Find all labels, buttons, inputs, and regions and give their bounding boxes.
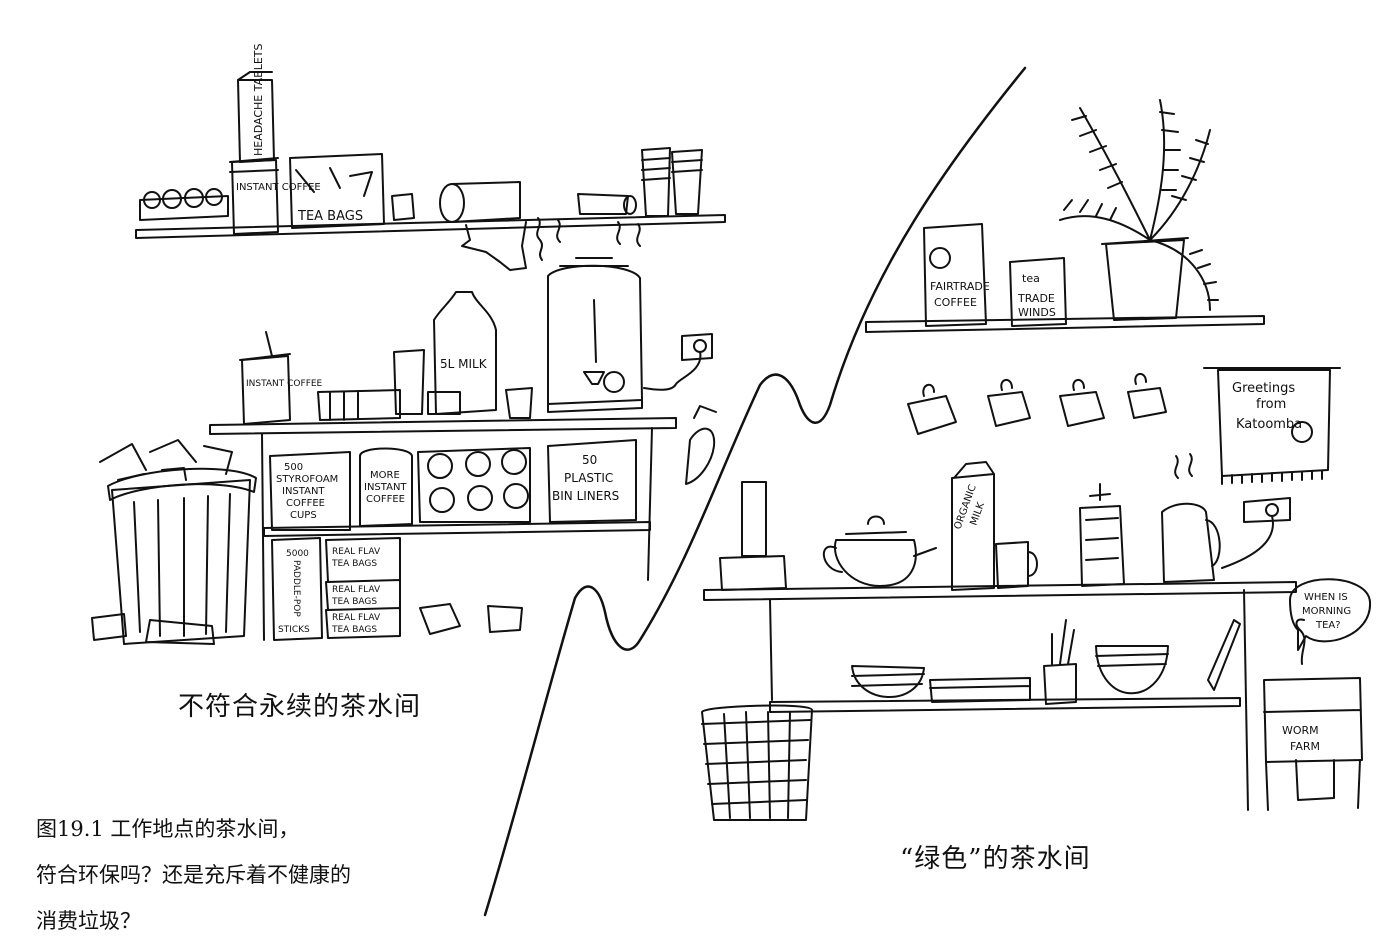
- hanging-mugs: [907, 373, 1167, 435]
- figure-caption-line-2: 符合环保吗？还是充斥着不健康的: [36, 863, 351, 887]
- organic-milk-label: ORGANIC MILK: [952, 483, 987, 531]
- svg-text:MORE: MORE: [370, 470, 400, 481]
- svg-text:COFFEE: COFFEE: [286, 498, 325, 509]
- svg-text:WORM: WORM: [1282, 724, 1319, 737]
- svg-text:TEA BAGS: TEA BAGS: [331, 559, 377, 569]
- figure-caption-line-3: 消费垃圾？: [36, 909, 141, 933]
- figure-caption: 图19.1 工作地点的茶水间， 符合环保吗？还是充斥着不健康的 消费垃圾？: [36, 806, 351, 944]
- milk-label: 5L MILK: [440, 357, 488, 371]
- svg-text:STICKS: STICKS: [278, 625, 310, 635]
- svg-text:MORNING: MORNING: [1302, 606, 1351, 617]
- figure-caption-line-1: 图19.1 工作地点的茶水间，: [36, 817, 300, 841]
- speech-label: WHEN IS MORNING TEA?: [1302, 592, 1351, 631]
- worm-farm-label: WORM FARM: [1282, 724, 1320, 753]
- svg-text:FARM: FARM: [1290, 740, 1320, 753]
- svg-text:50: 50: [582, 453, 597, 467]
- styrofoam-label: 500 STYROFOAM INSTANT COFFEE CUPS: [276, 462, 338, 521]
- tea-towel: [1203, 367, 1341, 485]
- svg-text:tea: tea: [1022, 272, 1040, 285]
- left-caption: 不符合永续的茶水间: [178, 692, 422, 722]
- svg-text:Katoomba: Katoomba: [1236, 417, 1302, 432]
- svg-text:500: 500: [284, 462, 303, 473]
- svg-text:INSTANT: INSTANT: [282, 486, 325, 497]
- svg-text:TEA BAGS: TEA BAGS: [331, 597, 377, 607]
- svg-text:REAL FLAV: REAL FLAV: [332, 547, 381, 557]
- svg-text:BIN LINERS: BIN LINERS: [552, 489, 619, 503]
- svg-text:TRADE: TRADE: [1017, 292, 1055, 305]
- tea-tin-label: tea TRADE WINDS: [1017, 272, 1056, 319]
- svg-text:PADDLE-POP: PADDLE-POP: [291, 560, 301, 617]
- left-top-shelf: [135, 71, 726, 271]
- right-counter: [701, 453, 1372, 821]
- left-counter: 5L MILK: [91, 257, 717, 645]
- svg-text:Greetings: Greetings: [1232, 381, 1295, 396]
- svg-text:WHEN IS: WHEN IS: [1304, 592, 1348, 603]
- bin-liners-label: 50 PLASTIC BIN LINERS: [552, 453, 619, 503]
- tea-bags-label: TEA BAGS: [297, 209, 363, 224]
- real-flav-labels: REAL FLAV TEA BAGS REAL FLAV TEA BAGS RE…: [331, 547, 381, 635]
- paddle-pop-label: 5000 PADDLE-POP STICKS: [278, 549, 310, 635]
- svg-text:CUPS: CUPS: [290, 510, 317, 521]
- svg-text:REAL FLAV: REAL FLAV: [332, 613, 381, 623]
- svg-text:from: from: [1256, 397, 1286, 412]
- svg-text:WINDS: WINDS: [1018, 306, 1056, 319]
- more-coffee-label: MORE INSTANT COFFEE: [364, 470, 407, 505]
- svg-text:TEA?: TEA?: [1315, 620, 1341, 631]
- svg-text:TEA BAGS: TEA BAGS: [331, 625, 377, 635]
- svg-text:STYROFOAM: STYROFOAM: [276, 474, 338, 485]
- svg-text:PLASTIC: PLASTIC: [564, 471, 613, 485]
- svg-text:INSTANT: INSTANT: [364, 482, 407, 493]
- right-caption: “绿色”的茶水间: [900, 844, 1091, 874]
- fairtrade-label: FAIRTRADE COFFEE: [930, 280, 990, 309]
- greetings-label: Greetings from Katoomba: [1232, 381, 1302, 432]
- svg-text:FAIRTRADE: FAIRTRADE: [930, 280, 990, 293]
- svg-text:COFFEE: COFFEE: [366, 494, 405, 505]
- instant-coffee-mid-label: INSTANT COFFEE: [246, 379, 323, 389]
- instant-coffee-top-label: INSTANT COFFEE: [236, 182, 321, 193]
- headache-label: HEADACHE TABLETS: [252, 44, 265, 156]
- svg-text:COFFEE: COFFEE: [934, 296, 977, 309]
- svg-text:5000: 5000: [286, 549, 309, 559]
- right-top-shelf: [865, 99, 1265, 333]
- divider-line: [483, 66, 1027, 917]
- svg-text:REAL FLAV: REAL FLAV: [332, 585, 381, 595]
